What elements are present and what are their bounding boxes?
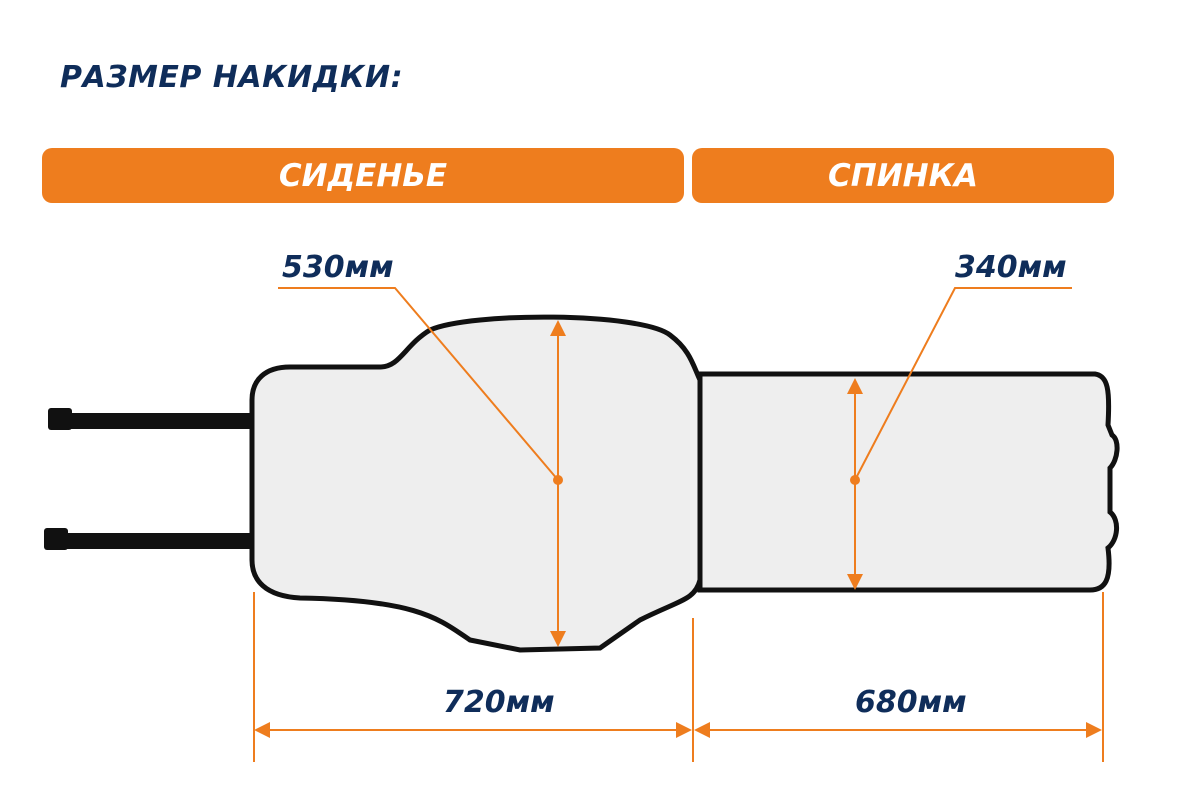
- back-width-label: 340мм: [955, 250, 1067, 285]
- back-length-label: 680мм: [855, 685, 967, 720]
- seat-section-header: СИДЕНЬЕ: [42, 148, 684, 203]
- back-section-header: СПИНКА: [692, 148, 1114, 203]
- back-width-leader: [854, 287, 1072, 481]
- seat-width-leader: [278, 287, 559, 481]
- strap-top: [48, 408, 257, 430]
- back-cushion: [697, 371, 1120, 593]
- seat-length-label: 720мм: [443, 685, 555, 720]
- strap-bottom: [44, 528, 256, 550]
- seat-cushion: [249, 314, 703, 653]
- seat-width-label: 530мм: [282, 250, 394, 285]
- page-title: РАЗМЕР НАКИДКИ:: [60, 60, 404, 95]
